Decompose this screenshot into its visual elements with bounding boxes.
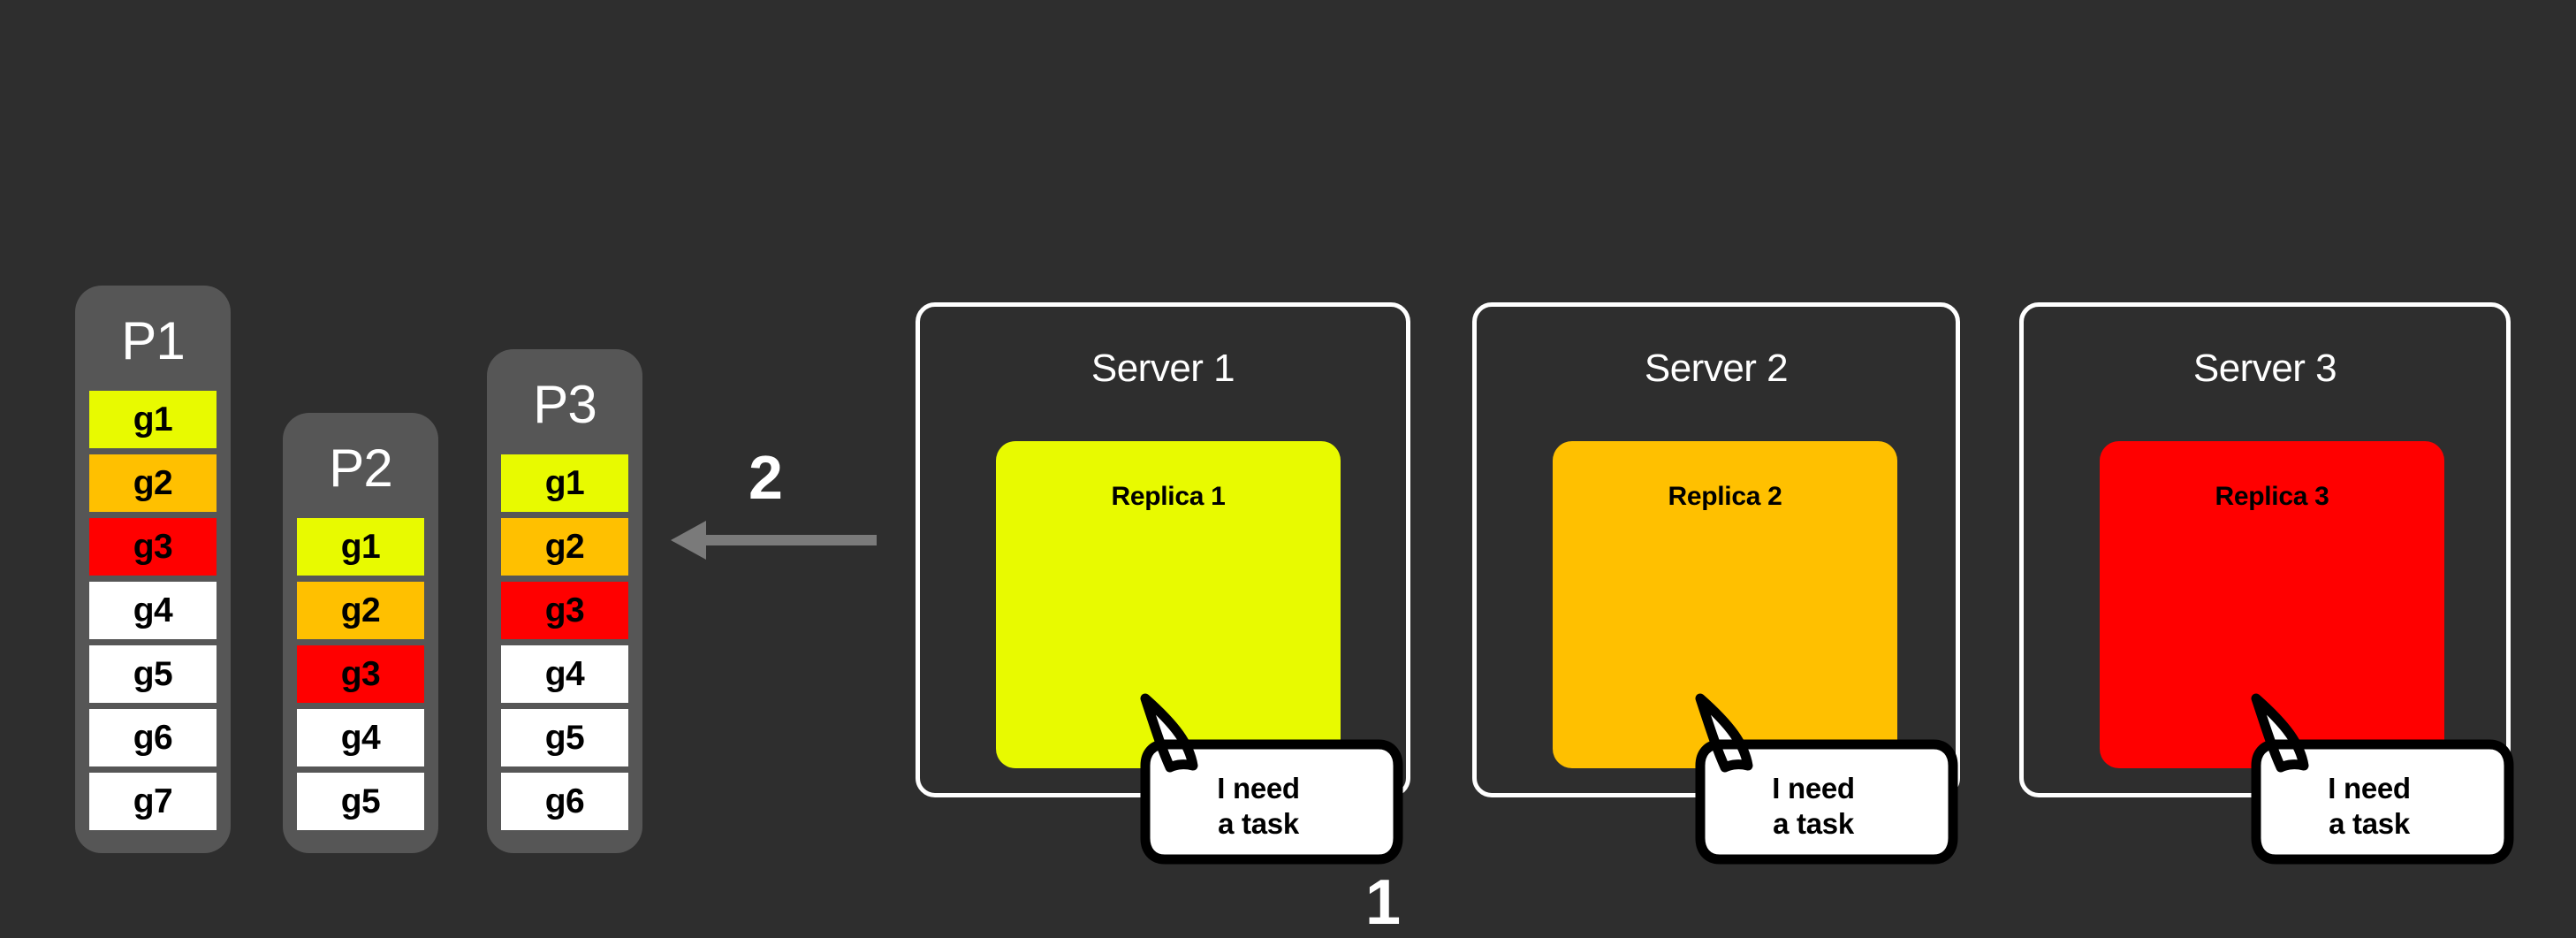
partition-title-p3: P3	[533, 375, 597, 434]
task-chip[interactable]: g1	[297, 518, 424, 576]
task-chip[interactable]: g4	[89, 582, 217, 639]
task-chip[interactable]: g5	[89, 645, 217, 703]
speech-bubble-icon	[1695, 693, 1958, 865]
partition-column-p2[interactable]: P2 g1 g2 g3 g4 g5	[283, 413, 438, 853]
task-chip[interactable]: g4	[501, 645, 628, 703]
task-chip[interactable]: g2	[501, 518, 628, 576]
partition-column-p3[interactable]: P3 g1 g2 g3 g4 g5 g6	[487, 349, 642, 853]
replica-box[interactable]: Replica 2	[1553, 441, 1897, 768]
task-chip[interactable]: g2	[89, 454, 217, 512]
task-assignment-arrow-icon	[671, 521, 877, 560]
server-title: Server 1	[1090, 347, 1235, 390]
replica-label: Replica 3	[2215, 482, 2329, 511]
task-chip-list-p2: g1 g2 g3 g4 g5	[297, 518, 424, 830]
task-chip[interactable]: g2	[297, 582, 424, 639]
step-1-label: 1	[1365, 867, 1401, 938]
task-chip[interactable]: g3	[297, 645, 424, 703]
task-chip-list-p3: g1 g2 g3 g4 g5 g6	[501, 454, 628, 830]
task-chip[interactable]: g3	[501, 582, 628, 639]
partition-title-p2: P2	[329, 438, 392, 498]
task-chip[interactable]: g4	[297, 709, 424, 766]
task-chip[interactable]: g5	[297, 773, 424, 830]
task-chip[interactable]: g7	[89, 773, 217, 830]
task-chip[interactable]: g1	[501, 454, 628, 512]
speech-bubble-icon	[1140, 693, 1403, 865]
task-chip[interactable]: g1	[89, 391, 217, 448]
replica-label: Replica 2	[1668, 482, 1782, 511]
speech-bubble-server-1: I need a task	[1138, 690, 1403, 902]
replica-label: Replica 1	[1111, 482, 1226, 511]
task-chip[interactable]: g5	[501, 709, 628, 766]
step-2-label: 2	[748, 443, 783, 512]
task-chip[interactable]: g6	[501, 773, 628, 830]
task-chip[interactable]: g6	[89, 709, 217, 766]
task-chip[interactable]: g3	[89, 518, 217, 576]
partition-queue-group: P1 g1 g2 g3 g4 g5 g6 g7 P2 g1 g2 g3 g4 g…	[0, 0, 672, 937]
speech-bubble-server-3: I need a task	[2249, 690, 2514, 902]
task-chip-list-p1: g1 g2 g3 g4 g5 g6 g7	[89, 391, 217, 830]
speech-bubble-icon	[2251, 693, 2514, 865]
partition-title-p1: P1	[121, 311, 185, 370]
server-title: Server 3	[2192, 347, 2337, 390]
server-title: Server 2	[1644, 347, 1789, 390]
speech-bubble-server-2: I need a task	[1693, 690, 1958, 902]
partition-column-p1[interactable]: P1 g1 g2 g3 g4 g5 g6 g7	[75, 286, 231, 853]
